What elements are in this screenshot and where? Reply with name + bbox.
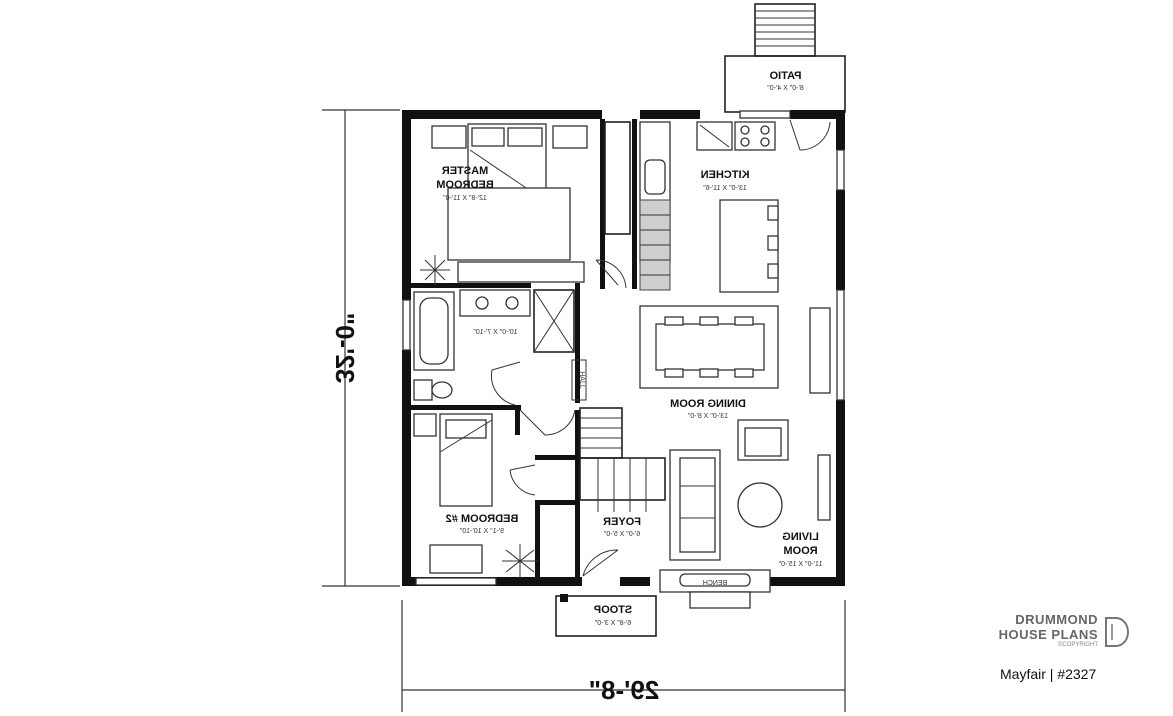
bedroom2-furniture bbox=[413, 413, 538, 578]
dining-name: DINING ROOM bbox=[670, 398, 746, 410]
dining-label: DINING ROOM 13'-0" X 8'-0" bbox=[670, 398, 746, 420]
drummond-logo-icon bbox=[1105, 617, 1129, 647]
master-label: MASTER BEDROOM 12'-8" X 11'-0" bbox=[436, 165, 493, 202]
width-dimension: 29'-8" bbox=[589, 675, 660, 705]
bedroom2-size: 9'-1" X 10'-10" bbox=[459, 528, 504, 535]
living-size: 11'-0" X 15'-0" bbox=[778, 561, 822, 568]
kitchen-label: KITCHEN 13'-0" X 11'-6" bbox=[701, 169, 750, 192]
patio-size: 8'-0" X 4'-0" bbox=[767, 85, 804, 92]
master-name-1: MASTER bbox=[442, 165, 489, 177]
foyer-size: 6'-0" X 5'-0" bbox=[603, 531, 640, 538]
stoop-label: STOOP 6'-8" X 3'-0" bbox=[594, 604, 632, 627]
bench-label: BENCH bbox=[703, 580, 728, 587]
stoop bbox=[555, 594, 657, 637]
bath-label: 10'-0" X 7'-10" bbox=[473, 329, 518, 336]
brand-copyright: ©COPYRIGHT bbox=[1057, 642, 1098, 648]
interior-walls bbox=[411, 119, 831, 580]
master-name-2: BEDROOM bbox=[436, 179, 493, 191]
hall-label: HALL bbox=[578, 371, 585, 389]
kitchen-name: KITCHEN bbox=[701, 169, 750, 181]
brand-line-1: DRUMMOND bbox=[1015, 612, 1098, 627]
living-furniture bbox=[659, 419, 831, 609]
patio-label: PATIO 8'-0" X 4'-0" bbox=[767, 70, 804, 92]
dining-furniture bbox=[639, 305, 831, 394]
height-dimension: 32'-0" bbox=[330, 313, 360, 384]
bath-size: 10'-0" X 7'-10" bbox=[473, 329, 518, 336]
living-name-1: LIVING bbox=[782, 531, 819, 543]
bedroom2-label: BEDROOM #2 9'-1" X 10'-10" bbox=[446, 513, 519, 535]
hall-text: HALL bbox=[578, 371, 585, 389]
foyer-name: FOYER bbox=[603, 516, 641, 528]
stairs bbox=[571, 359, 666, 512]
living-label: LIVING ROOM 11'-0" X 15'-0" bbox=[778, 531, 822, 568]
stoop-size: 6'-8" X 3'-0" bbox=[594, 620, 631, 627]
patio bbox=[724, 3, 846, 113]
brand-line-2: HOUSE PLANS bbox=[998, 627, 1098, 642]
exterior-walls bbox=[402, 110, 845, 586]
stoop-name: STOOP bbox=[594, 604, 632, 616]
patio-name: PATIO bbox=[769, 70, 801, 82]
master-size: 12'-8" X 11'-0" bbox=[443, 195, 487, 202]
room-labels: PATIO 8'-0" X 4'-0" MASTER BEDROOM 12'-8… bbox=[436, 70, 822, 627]
dining-size: 13'-0" X 8'-0" bbox=[687, 413, 728, 420]
bedroom2-name: BEDROOM #2 bbox=[446, 513, 519, 525]
dimension-height: 32'-0" bbox=[322, 109, 400, 587]
master-furniture bbox=[420, 123, 588, 285]
kitchen-fixtures bbox=[639, 121, 779, 293]
dimension-width: 29'-8" bbox=[401, 600, 846, 712]
kitchen-size: 13'-0" X 11'-6" bbox=[703, 185, 747, 192]
brand-block: DRUMMOND HOUSE PLANS ©COPYRIGHT Mayfair … bbox=[960, 612, 1140, 682]
foyer-label: FOYER 6'-0" X 5'-0" bbox=[603, 516, 641, 538]
bathroom-fixtures bbox=[413, 289, 575, 401]
plan-name: Mayfair | #2327 bbox=[1000, 666, 1097, 682]
living-name-2: ROOM bbox=[783, 545, 817, 557]
bench-text: BENCH bbox=[703, 580, 728, 587]
